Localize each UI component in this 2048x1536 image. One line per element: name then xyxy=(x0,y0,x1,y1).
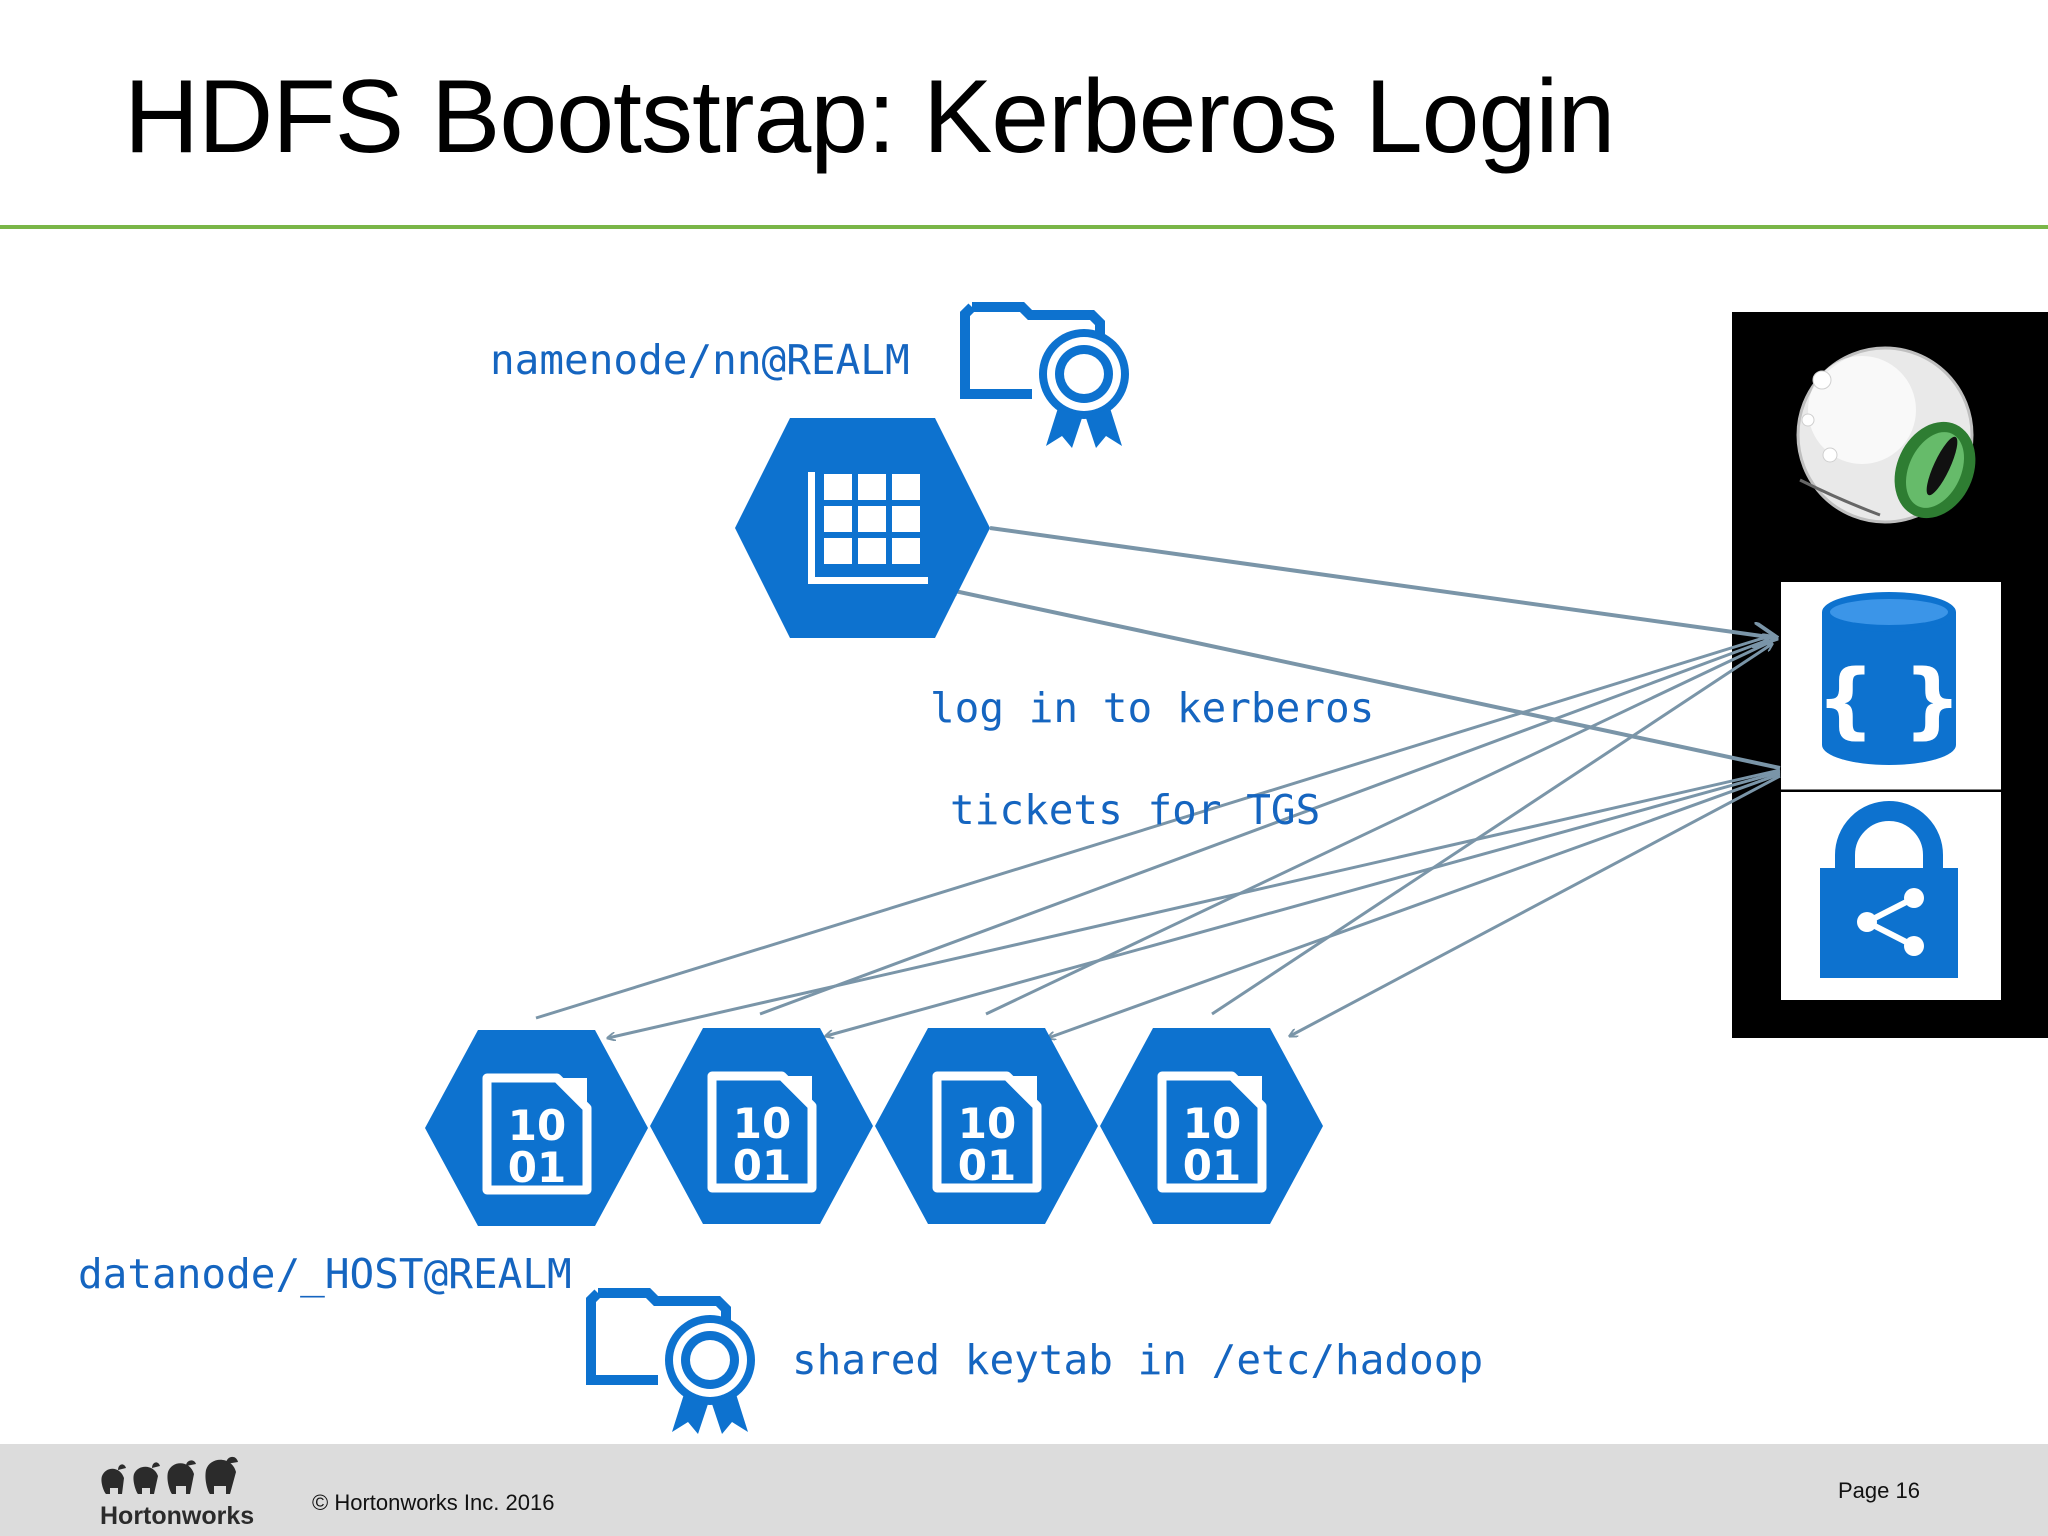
keytab-label: shared keytab in /etc/hadoop xyxy=(792,1336,1483,1384)
binary-line-1: 10 xyxy=(958,1099,1016,1148)
slide-title: HDFS Bootstrap: Kerberos Login xyxy=(124,59,1615,175)
hortonworks-logo: Hortonworks xyxy=(100,1456,254,1530)
binary-file-icon: 10 01 xyxy=(707,1071,817,1193)
login-label: log in to kerberos xyxy=(930,684,1374,732)
database-icon: { } xyxy=(1816,592,1962,765)
binary-line-1: 10 xyxy=(733,1099,791,1148)
binary-line-1: 10 xyxy=(1183,1099,1241,1148)
arrow-kdc-to-datanode-3 xyxy=(1048,772,1781,1038)
logo-wordmark: Hortonworks xyxy=(100,1502,254,1530)
arrow-datanode-1-login xyxy=(535,636,1770,1020)
kerberos-diagram: { } xyxy=(78,302,2048,1434)
arrow-kdc-to-datanode-1 xyxy=(608,768,1781,1038)
datanode-hexagon xyxy=(650,1028,873,1224)
datanode-3: 10 01 xyxy=(875,1028,1098,1224)
datanode-hexagon xyxy=(425,1030,648,1226)
lock-share-icon xyxy=(1820,801,1958,978)
table-icon xyxy=(808,472,928,584)
arrow-datanode-4-login xyxy=(1211,644,1772,1016)
datanode-hexagon xyxy=(875,1028,1098,1224)
binary-file-icon: 10 01 xyxy=(932,1071,1042,1193)
kdc-panel: { } xyxy=(1732,312,2048,1038)
eye-icon xyxy=(1796,346,1976,524)
binary-line-1: 10 xyxy=(508,1101,566,1150)
elephant-icons xyxy=(101,1456,238,1494)
certificate-icon xyxy=(960,302,1129,448)
binary-line-2: 01 xyxy=(958,1141,1016,1190)
arrow-kdc-to-namenode xyxy=(950,590,1781,770)
arrow-namenode-to-kdc xyxy=(989,526,1776,638)
slide-footer xyxy=(0,1444,2048,1536)
svg-text:{ }: { } xyxy=(1816,653,1961,748)
arrow-datanode-3-login xyxy=(985,642,1770,1016)
namenode-principal-label: namenode/nn@REALM xyxy=(490,336,910,384)
binary-file-icon: 10 01 xyxy=(482,1073,592,1195)
datanode-hexagon xyxy=(1100,1028,1323,1224)
binary-line-2: 01 xyxy=(733,1141,791,1190)
page-number: Page 16 xyxy=(1838,1478,1920,1503)
arrow-kdc-to-datanode-2 xyxy=(826,770,1781,1036)
datanode-principal-label: datanode/_HOST@REALM xyxy=(78,1250,572,1298)
title-divider xyxy=(0,225,2048,229)
binary-file-icon: 10 01 xyxy=(1157,1071,1267,1193)
tickets-label: tickets for TGS xyxy=(950,786,1320,834)
keytab-certificate-icon xyxy=(586,1288,755,1434)
datanode-1: 10 01 xyxy=(425,1030,648,1226)
namenode-node xyxy=(735,418,990,638)
datanode-2: 10 01 xyxy=(650,1028,873,1224)
binary-line-2: 01 xyxy=(508,1143,566,1192)
copyright-text: © Hortonworks Inc. 2016 xyxy=(312,1490,555,1515)
datanode-4: 10 01 xyxy=(1100,1028,1323,1224)
binary-line-2: 01 xyxy=(1183,1141,1241,1190)
arrows xyxy=(535,526,1781,1038)
arrow-datanode-2-login xyxy=(759,640,1768,1016)
arrow-kdc-to-datanode-4 xyxy=(1290,774,1781,1036)
